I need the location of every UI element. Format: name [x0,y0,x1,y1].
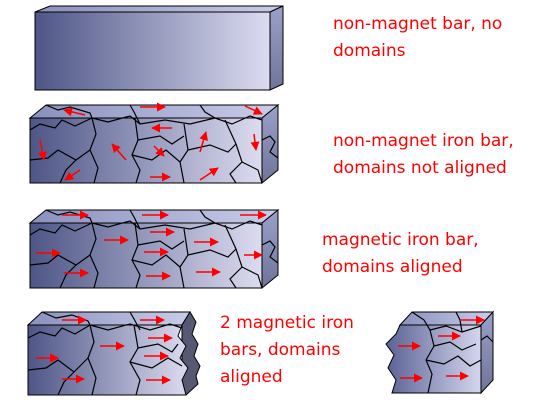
domain-arrows-right-piece [398,315,485,383]
bar-domains-aligned [28,208,280,290]
bar-random-side [261,103,279,185]
bar-left-top [26,311,191,326]
domain-arrows-random [37,102,263,182]
bar-plain-top [34,5,284,13]
bar-right-side [480,310,494,395]
domain-arrows-aligned [36,210,267,281]
label-two-magnetic-bars-line1: 2 magnetic iron [220,313,354,333]
bar-plain [34,5,284,91]
bar-aligned-top [28,209,280,224]
domain-boundaries [29,209,279,289]
label-domains-aligned-line1: magnetic iron bar, [322,230,479,250]
domain-boundaries [27,311,183,396]
label-domains-not-aligned-line2: domains not aligned [333,158,507,178]
bar-right-front [385,324,482,394]
bar-plain-side [269,5,284,91]
bar-broken-right-piece [385,310,495,395]
label-two-magnetic-bars-line2: bars, domains [220,340,341,360]
domain-arrows-left-piece [36,315,173,385]
bar-domains-random [28,102,280,185]
label-domains-not-aligned-line1: non-magnet iron bar, [333,131,514,151]
label-domains-aligned: magnetic iron bar, domains aligned [322,227,479,281]
label-plain-bar: non-magnet bar, no domains [333,11,502,65]
label-domains-aligned-line2: domains aligned [322,257,463,277]
label-domains-not-aligned: non-magnet iron bar, domains not aligned [333,128,514,182]
bar-left-break-face [181,311,201,396]
bar-broken-left-piece [26,311,201,396]
domain-boundaries [29,104,279,184]
label-two-magnetic-bars: 2 magnetic iron bars, domains aligned [220,310,354,391]
label-two-magnetic-bars-line3: aligned [220,367,283,387]
bar-plain-front [34,11,271,91]
bar-aligned-side [261,208,279,290]
label-plain-bar-line2: domains [333,41,406,61]
label-plain-bar-line1: non-magnet bar, no [333,14,503,34]
